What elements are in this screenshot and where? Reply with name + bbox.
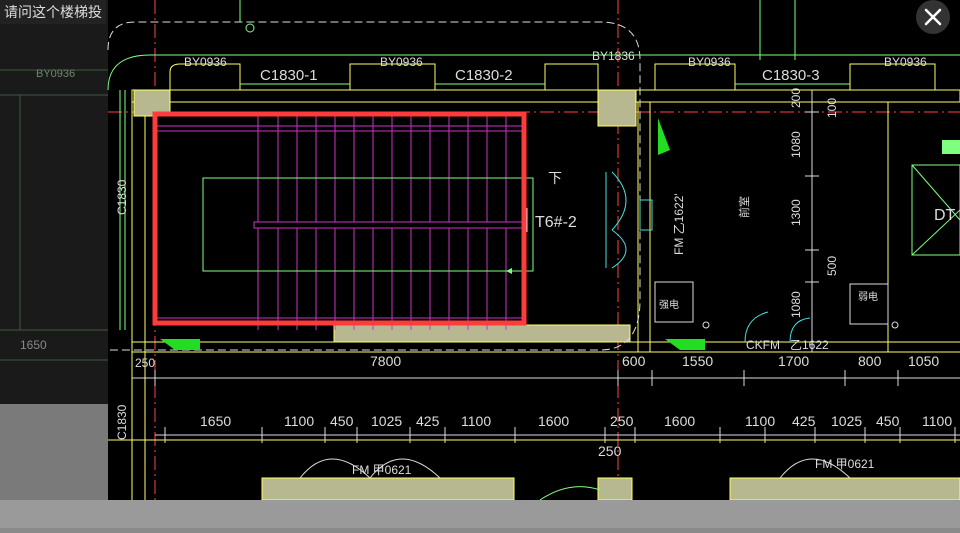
dim-row1-c: 1700 bbox=[778, 353, 809, 369]
room-label: 前室 bbox=[737, 196, 751, 218]
small-room-label-1: 强电 bbox=[659, 298, 679, 311]
fm-jia-left: FM 甲0621 bbox=[352, 463, 412, 477]
dim-row2-value: 250 bbox=[610, 413, 634, 429]
dim-row2-value: 425 bbox=[416, 413, 440, 429]
faint-window-label: BY0936 bbox=[36, 68, 75, 80]
dim-row2-value: 1100 bbox=[922, 413, 952, 429]
fm-jia-right: FM 甲0621 bbox=[815, 457, 875, 471]
dim-row2-extra: 250 bbox=[598, 443, 622, 459]
window-code-label: C1830-1 bbox=[260, 67, 318, 84]
window-code-label: C1830-2 bbox=[455, 67, 513, 84]
vdim-5: 500 bbox=[825, 256, 839, 276]
left-window-label-lower: C1830 bbox=[115, 404, 129, 440]
dim-row2-value: 425 bbox=[792, 413, 816, 429]
window-label: BY0936 bbox=[184, 55, 227, 69]
dim-row1-short-left: 250 bbox=[135, 356, 155, 370]
stair-label: T6#-2 bbox=[535, 214, 577, 231]
dim-row1-a: 600 bbox=[622, 353, 646, 369]
small-room-label-2: 弱电 bbox=[858, 290, 878, 303]
dim-row2-value: 1025 bbox=[831, 413, 862, 429]
vdim-4: 1300 bbox=[789, 199, 803, 226]
dim-row1-d: 800 bbox=[858, 353, 882, 369]
vdim-3: 1080 bbox=[789, 131, 803, 158]
left-window-label: C1830 bbox=[115, 179, 129, 215]
dim-row2-value: 1650 bbox=[200, 413, 231, 429]
down-label: 下 bbox=[548, 170, 562, 186]
faint-dim-label: 1650 bbox=[20, 338, 47, 352]
window-label: BY0936 bbox=[884, 55, 927, 69]
dim-row2-value: 1600 bbox=[538, 413, 569, 429]
vdim-6: 1080 bbox=[789, 291, 803, 318]
vdim-2: 100 bbox=[825, 98, 839, 118]
vdim-1: 200 bbox=[789, 88, 803, 108]
dt-label: DT bbox=[934, 207, 956, 224]
dim-row1-main: 7800 bbox=[370, 353, 401, 369]
highlight-box bbox=[152, 111, 527, 326]
window-label: BY0936 bbox=[688, 55, 731, 69]
dim-row2-value: 1100 bbox=[284, 413, 314, 429]
dim-row2-value: 450 bbox=[876, 413, 900, 429]
dim-row2-value: 1100 bbox=[461, 413, 491, 429]
bottom-strip bbox=[0, 500, 960, 528]
ckfm-code-label: 乙1622 bbox=[790, 338, 829, 352]
fm-door-label: FM 乙1622' bbox=[672, 193, 686, 255]
question-caption: 请问这个楼梯投 bbox=[0, 0, 106, 24]
window-code-label: C1830-3 bbox=[762, 67, 820, 84]
close-icon bbox=[924, 8, 942, 26]
ckfm-label: CKFM bbox=[746, 338, 780, 352]
dim-row2-value: 1100 bbox=[745, 413, 775, 429]
window-label: BY1836 bbox=[592, 49, 635, 63]
window-label: BY0936 bbox=[380, 55, 423, 69]
dim-row2-value: 450 bbox=[330, 413, 354, 429]
close-button[interactable] bbox=[916, 0, 950, 34]
dim-row2-value: 1025 bbox=[371, 413, 402, 429]
dim-row2-value: 1600 bbox=[664, 413, 695, 429]
dim-row1-b: 1550 bbox=[682, 353, 713, 369]
dim-row1-e: 1050 bbox=[908, 353, 939, 369]
